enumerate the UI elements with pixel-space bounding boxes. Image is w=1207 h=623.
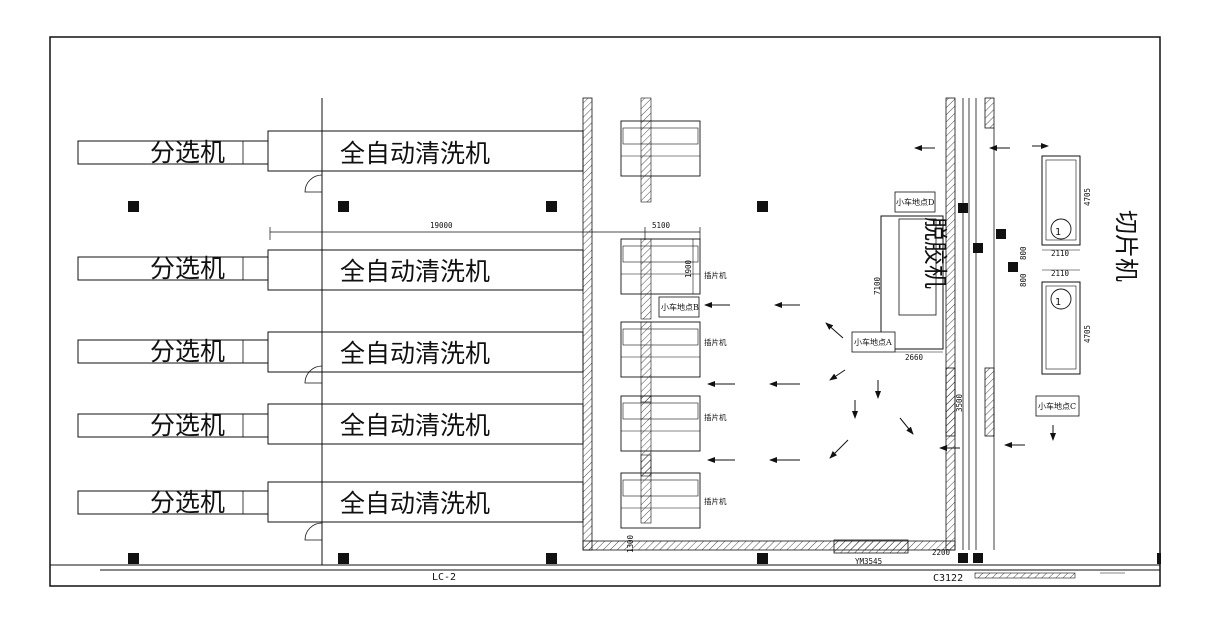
inserter-machine	[620, 97, 701, 203]
degumming-label: 脱胶机	[921, 217, 949, 289]
dim-5100: 5100	[652, 221, 671, 230]
machine-row: 分选机 全自动清洗机	[77, 130, 584, 172]
cart-location-d	[894, 191, 936, 213]
label-c3122: C3122	[933, 573, 963, 584]
sorter-end	[242, 256, 269, 281]
cart-b-label: 小车地点B	[661, 302, 699, 312]
slicer-label: 切片机	[1112, 210, 1140, 282]
washer-label: 全自动清洗机	[340, 139, 490, 168]
washer-label: 全自动清洗机	[340, 411, 490, 440]
slicing-machine: 1 4705 2110 800 2110 800 1 4705 切片机 小车地点…	[1019, 155, 1140, 417]
inserter-label: 插片机	[704, 412, 727, 422]
cart-a-label: 小车地点A	[854, 337, 892, 347]
sorter-end	[242, 140, 269, 165]
dim-800: 800	[1019, 273, 1028, 287]
dim-2110: 2110	[1051, 249, 1070, 258]
sorter-label: 分选机	[150, 488, 225, 517]
door-swing	[304, 174, 323, 193]
door-swing	[304, 522, 323, 541]
dim-4705: 4705	[1083, 325, 1092, 343]
sorter-label: 分选机	[150, 411, 225, 440]
room-walls	[582, 97, 995, 554]
dim-1900: 1900	[684, 259, 693, 278]
inserter-machine: 插片机 1300	[620, 454, 727, 553]
label-ym3545: YM3545	[855, 557, 882, 566]
sorter-end	[242, 490, 269, 515]
grid-label-lc2: LC-2	[432, 572, 456, 583]
dim-2660: 2660	[905, 353, 924, 362]
sorter-label: 分选机	[150, 138, 225, 167]
bottom-corridor: LC-2 YM3545 2200 C3122	[50, 548, 1160, 584]
dim-3500: 3500	[955, 393, 964, 412]
inserter-machine: 插片机	[620, 395, 727, 477]
inserter-label: 插片机	[704, 337, 727, 347]
flow-arrows	[704, 143, 1056, 463]
sorter-label: 分选机	[150, 337, 225, 366]
degumming-machine: 小车地点D 脱胶机 7100 2660 小车地点A	[851, 191, 949, 362]
sorter-label: 分选机	[150, 254, 225, 283]
machine-row: 分选机 全自动清洗机	[77, 481, 584, 523]
machine-row: 分选机 全自动清洗机	[77, 331, 584, 373]
cart-location-b	[658, 296, 700, 318]
slicer-unit-number: 1	[1055, 297, 1061, 308]
dim-1300: 1300	[626, 534, 635, 553]
cart-location-c	[1035, 395, 1080, 417]
dim-800: 800	[1019, 246, 1028, 260]
slicer-unit-marker	[1050, 218, 1072, 240]
drawing-frame	[49, 36, 1161, 587]
washer-label: 全自动清洗机	[340, 489, 490, 518]
cart-d-label: 小车地点D	[896, 197, 934, 207]
dim-7100: 7100	[873, 276, 882, 295]
inserter-machine: 插片机	[620, 321, 727, 403]
dim-2110: 2110	[1051, 269, 1070, 278]
sorter-end	[242, 413, 269, 438]
dimension-line: 19000 5100	[269, 221, 701, 240]
inserter-machine: 1900 插片机	[620, 238, 727, 320]
inserter-label: 插片机	[704, 270, 727, 280]
dim-2200: 2200	[932, 548, 951, 557]
cart-c-label: 小车地点C	[1038, 401, 1076, 411]
washer-label: 全自动清洗机	[340, 339, 490, 368]
slicer-unit-marker	[1050, 288, 1072, 310]
dim-4705: 4705	[1083, 188, 1092, 206]
door-swing	[304, 365, 323, 384]
slicer-unit-number: 1	[1055, 227, 1061, 238]
inserter-label: 插片机	[704, 496, 727, 506]
cart-location-a	[851, 331, 896, 353]
machine-row: 分选机 全自动清洗机	[77, 403, 584, 445]
washer-label: 全自动清洗机	[340, 257, 490, 286]
sorter-end	[242, 339, 269, 364]
dim-19000: 19000	[430, 221, 453, 230]
machine-row: 分选机 全自动清洗机	[77, 249, 584, 291]
